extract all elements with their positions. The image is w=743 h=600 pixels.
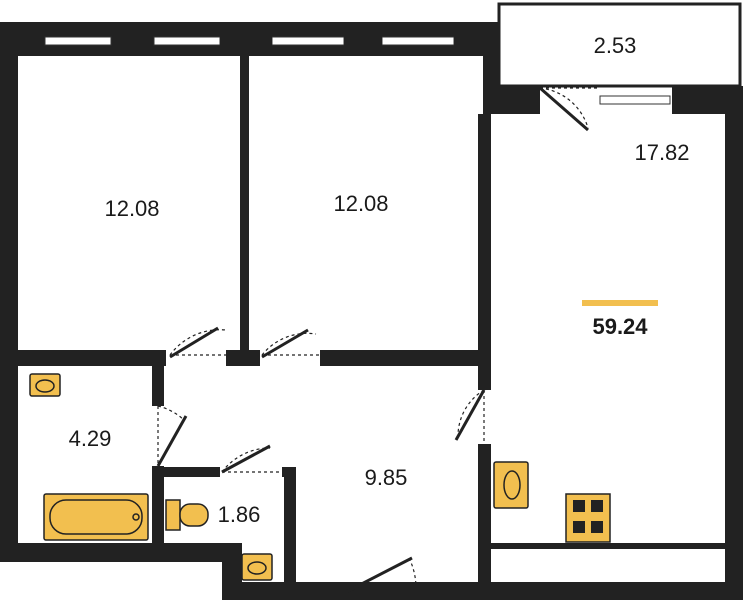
toilet-right-wall <box>284 467 296 582</box>
bath-wall-bottom <box>152 466 164 561</box>
window-5 <box>599 95 671 105</box>
windows <box>44 22 671 105</box>
bedroom-divider <box>240 56 249 354</box>
living-left-wall-bottom <box>478 444 491 584</box>
window-1 <box>44 36 112 46</box>
bedroom-bottom-wall-1 <box>18 350 166 366</box>
window-4 <box>381 36 455 46</box>
door-bedroom-1 <box>169 329 236 356</box>
bedroom-2-area: 12.08 <box>333 191 388 216</box>
door-leaf-balcony <box>539 86 589 132</box>
window-2 <box>153 36 221 46</box>
doors <box>156 86 598 594</box>
toilet-area: 1.86 <box>218 502 261 527</box>
window-3 <box>271 36 345 46</box>
hallway-area: 9.85 <box>365 465 408 490</box>
toilet-sink-icon <box>241 553 273 581</box>
door-leaf-bathroom <box>156 415 188 467</box>
balcony-wall-right <box>672 86 743 114</box>
window-pillar-3 <box>344 22 382 56</box>
door-living <box>457 389 485 444</box>
bath-wall-top <box>152 366 164 406</box>
door-bedroom-2 <box>261 332 320 356</box>
left-wall <box>0 22 18 562</box>
door-leaf-living <box>454 389 486 441</box>
door-balcony <box>539 87 598 129</box>
bathroom-area: 4.29 <box>69 426 112 451</box>
living-kitchen-area: 17.82 <box>634 140 689 165</box>
total-area-accent-bar <box>582 300 658 306</box>
bathtub-icon <box>43 493 149 541</box>
door-leaf-entrance <box>345 556 413 594</box>
bedroom-bottom-wall-2 <box>226 350 260 366</box>
area-labels: 12.08 12.08 2.53 17.82 4.29 9.85 1.86 <box>69 33 690 527</box>
window-pillar-2 <box>220 22 272 56</box>
door-leaf-bedroom-2 <box>261 328 309 359</box>
bottom-left-wall <box>0 543 242 562</box>
right-wall <box>725 88 743 600</box>
bathroom-sink-icon <box>29 373 61 397</box>
living-left-wall-top <box>478 114 491 390</box>
window-pillar-1 <box>113 22 151 56</box>
fixtures <box>29 373 611 581</box>
toilet-top-wall-left <box>164 467 220 477</box>
stove-icon <box>565 493 611 543</box>
toilet-icon <box>165 499 209 531</box>
bedroom-1-area: 12.08 <box>104 196 159 221</box>
bottom-wall <box>222 582 742 600</box>
window-pillar-4 <box>454 22 490 56</box>
bedroom-bottom-wall-3 <box>320 350 488 366</box>
door-bathroom <box>157 405 185 466</box>
door-leaf-toilet <box>221 444 271 474</box>
door-leaf-bedroom-1 <box>169 326 219 359</box>
total-area-value: 59.24 <box>592 314 648 339</box>
total-area: 59.24 <box>582 300 658 339</box>
kitchen-counter <box>491 543 725 549</box>
door-entrance <box>346 559 417 591</box>
kitchen-sink-icon <box>493 461 529 509</box>
balcony-area: 2.53 <box>594 33 637 58</box>
